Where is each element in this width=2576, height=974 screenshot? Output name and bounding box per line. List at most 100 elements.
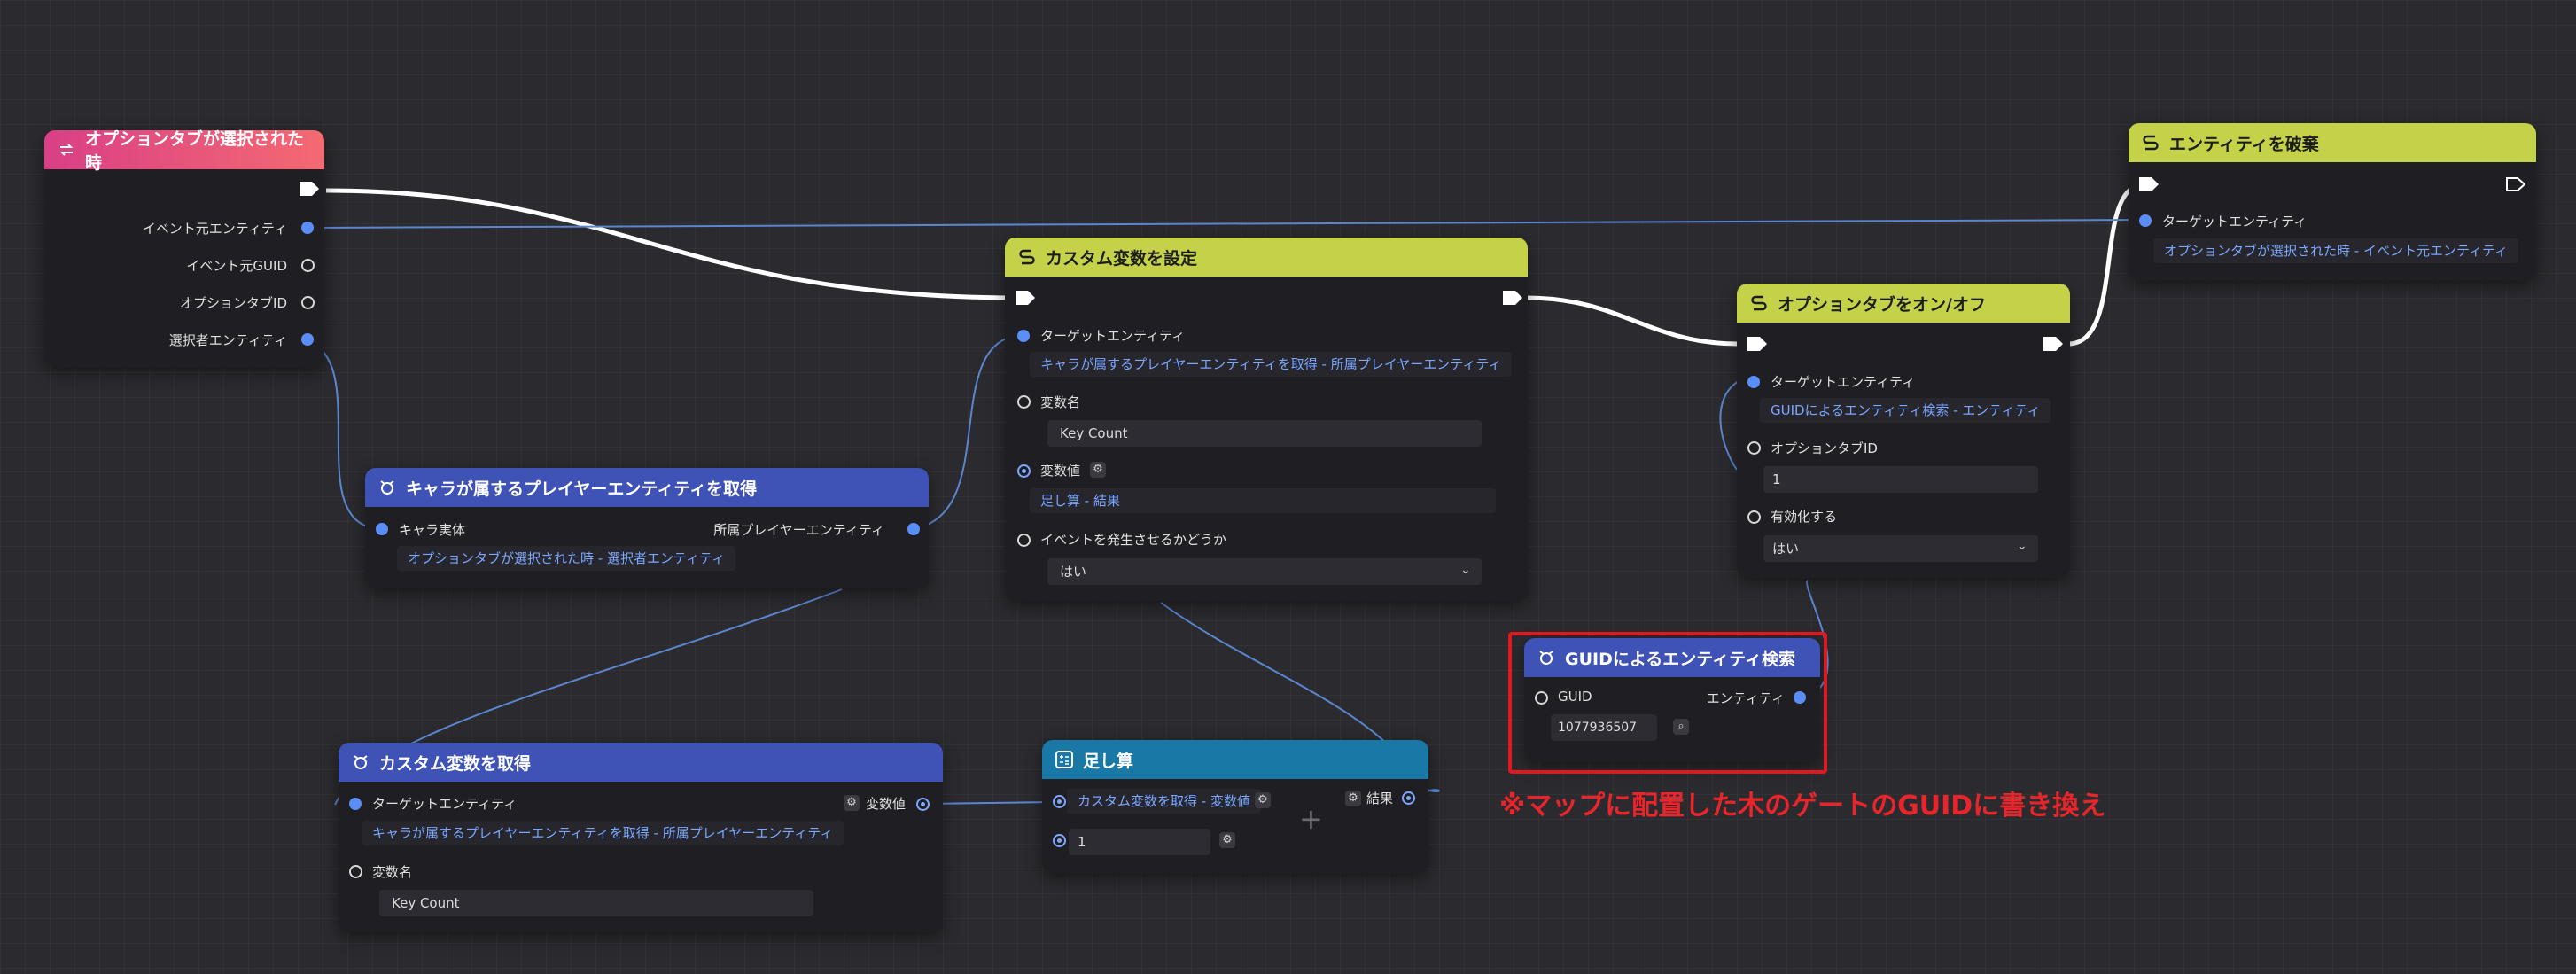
output-label: イベント元エンティティ (142, 221, 287, 237)
exec-wire (325, 188, 1020, 300)
data-wire (925, 801, 1054, 805)
query-icon (351, 752, 370, 772)
highlight-box (1508, 632, 1827, 774)
chevron-down-icon[interactable]: ⌄ (2017, 539, 2027, 553)
input-label: GUID (1558, 689, 1592, 705)
input-label: ターゲットエンティティ (1771, 374, 1916, 390)
gear-icon[interactable]: ⚙ (1345, 791, 1361, 806)
node-get-custom-var[interactable]: カスタム変数を取得 ターゲットエンティティ ⚙ 変数値 キャラが属するプレイヤー… (339, 743, 943, 932)
exec-output-pin[interactable] (300, 182, 319, 196)
data-wire (1719, 380, 1739, 471)
node-on-tab-selected[interactable]: オプションタブが選択された時 イベント元エンティティ イベント元GUID オプシ… (44, 129, 324, 368)
output-label: 所属プレイヤーエンティティ (713, 522, 884, 538)
input-label: ターゲットエンティティ (2162, 214, 2308, 230)
var-name-input[interactable]: Key Count (379, 890, 813, 916)
node-header[interactable]: オプションタブが選択された時 (44, 129, 324, 173)
input-label: イベントを発生させるかどうか (1040, 532, 1227, 548)
output-pin[interactable] (301, 259, 315, 272)
linked-input-field[interactable]: カスタム変数を取得 - 変数値 (1067, 789, 1261, 814)
node-header[interactable]: エンティティを破棄 (2129, 123, 2536, 162)
input-pin[interactable] (1535, 691, 1548, 705)
number-input[interactable]: 1 (1069, 829, 1210, 855)
input-label: ターゲットエンティティ (1040, 328, 1186, 344)
gear-icon[interactable]: ⚙ (844, 795, 860, 811)
output-pin[interactable] (1794, 691, 1806, 704)
output-label: オプションタブID (180, 295, 287, 311)
gear-icon[interactable]: ⚙ (1219, 832, 1235, 848)
input-pin[interactable] (349, 798, 362, 810)
exec-output-pin[interactable] (2043, 337, 2063, 351)
enable-select[interactable]: はい (1763, 535, 2038, 562)
node-guid-search[interactable]: GUIDによるエンティティ検索 GUID エンティティ 1077936507 ⌕ (1524, 638, 1820, 762)
output-pin[interactable] (916, 798, 930, 811)
action-icon (1017, 247, 1037, 267)
input-pin[interactable] (1017, 534, 1031, 547)
output-pin[interactable] (301, 333, 314, 346)
input-label: オプションタブID (1771, 440, 1878, 456)
plus-icon: + (1299, 802, 1323, 836)
chevron-down-icon[interactable]: ⌄ (1460, 563, 1471, 577)
node-title: カスタム変数を取得 (379, 753, 532, 774)
input-label: 変数値 (1040, 463, 1081, 479)
data-wire (912, 334, 1020, 530)
linked-input-field[interactable]: キャラが属するプレイヤーエンティティを取得 - 所属プレイヤーエンティティ (362, 821, 844, 845)
output-label: イベント元GUID (186, 258, 287, 274)
node-header[interactable]: 足し算 (1042, 740, 1428, 779)
trigger-event-select[interactable]: はい (1047, 558, 1482, 585)
linked-input-field[interactable]: GUIDによるエンティティ検索 - エンティティ (1760, 398, 2051, 423)
input-pin[interactable] (1053, 834, 1066, 847)
query-icon (1537, 648, 1556, 667)
exec-wire (1525, 295, 1739, 347)
event-trigger-icon (57, 140, 76, 160)
input-label: ターゲットエンティティ (372, 796, 518, 812)
annotation-note: ※マップに配置した木のゲートのGUIDに書き換え (1499, 791, 2106, 822)
node-set-custom-var[interactable]: カスタム変数を設定 ターゲットエンティティ キャラが属するプレイヤーエンティティ… (1005, 238, 1528, 601)
input-label: キャラ実体 (399, 522, 466, 538)
node-header[interactable]: カスタム変数を設定 (1005, 238, 1528, 277)
output-pin[interactable] (301, 296, 315, 309)
input-pin[interactable] (1017, 395, 1031, 409)
input-pin[interactable] (349, 865, 362, 878)
exec-input-pin[interactable] (1016, 291, 1035, 305)
output-label: 結果 (1366, 791, 1393, 806)
exec-input-pin[interactable] (2139, 177, 2159, 191)
input-pin[interactable] (1017, 330, 1030, 342)
linked-input-field[interactable]: オプションタブが選択された時 - イベント元エンティティ (2153, 238, 2519, 263)
output-pin[interactable] (907, 523, 920, 535)
linked-input-field[interactable]: 足し算 - 結果 (1030, 488, 1496, 513)
node-header[interactable]: カスタム変数を取得 (339, 743, 943, 782)
input-pin[interactable] (1747, 510, 1761, 524)
node-get-player-entity[interactable]: キャラが属するプレイヤーエンティティを取得 キャラ実体 所属プレイヤーエンティテ… (365, 468, 929, 588)
exec-output-pin[interactable] (2506, 177, 2525, 191)
exec-output-pin[interactable] (1503, 291, 1522, 305)
query-icon (377, 478, 397, 497)
exec-input-pin[interactable] (1747, 337, 1767, 351)
tab-id-input[interactable]: 1 (1763, 466, 2038, 493)
linked-input-field[interactable]: オプションタブが選択された時 - 選択者エンティティ (397, 546, 736, 571)
output-pin[interactable] (1402, 791, 1415, 805)
linked-input-field[interactable]: キャラが属するプレイヤーエンティティを取得 - 所属プレイヤーエンティティ (1030, 352, 1513, 377)
input-pin[interactable] (1747, 441, 1761, 455)
var-name-input[interactable]: Key Count (1047, 420, 1482, 447)
node-destroy-entity[interactable]: エンティティを破棄 ターゲットエンティティ オプションタブが選択された時 - イ… (2129, 123, 2536, 281)
guid-input[interactable]: 1077936507 (1551, 714, 1657, 741)
search-icon[interactable]: ⌕ (1673, 719, 1689, 735)
node-title: オプションタブが選択された時 (85, 129, 305, 173)
node-add[interactable]: 足し算 カスタム変数を取得 - 変数値 ⚙ ⚙ 結果 + 1 ⚙ (1042, 740, 1428, 873)
gear-icon[interactable]: ⚙ (1090, 462, 1106, 478)
node-header[interactable]: GUIDによるエンティティ検索 (1524, 638, 1820, 677)
data-wire (307, 219, 2145, 229)
node-title: 足し算 (1083, 751, 1134, 771)
input-pin[interactable] (2139, 214, 2152, 227)
node-header[interactable]: オプションタブをオン/オフ (1737, 284, 2070, 323)
output-label: 選択者エンティティ (168, 332, 287, 348)
gear-icon[interactable]: ⚙ (1255, 792, 1271, 808)
input-pin[interactable] (1747, 376, 1760, 388)
input-pin[interactable] (376, 523, 388, 535)
node-toggle-tab[interactable]: オプションタブをオン/オフ ターゲットエンティティ GUIDによるエンティティ検… (1737, 284, 2070, 578)
input-pin[interactable] (1017, 464, 1031, 478)
node-header[interactable]: キャラが属するプレイヤーエンティティを取得 (365, 468, 929, 507)
output-pin[interactable] (301, 222, 314, 234)
input-pin[interactable] (1053, 795, 1066, 808)
calculator-icon (1055, 750, 1074, 769)
